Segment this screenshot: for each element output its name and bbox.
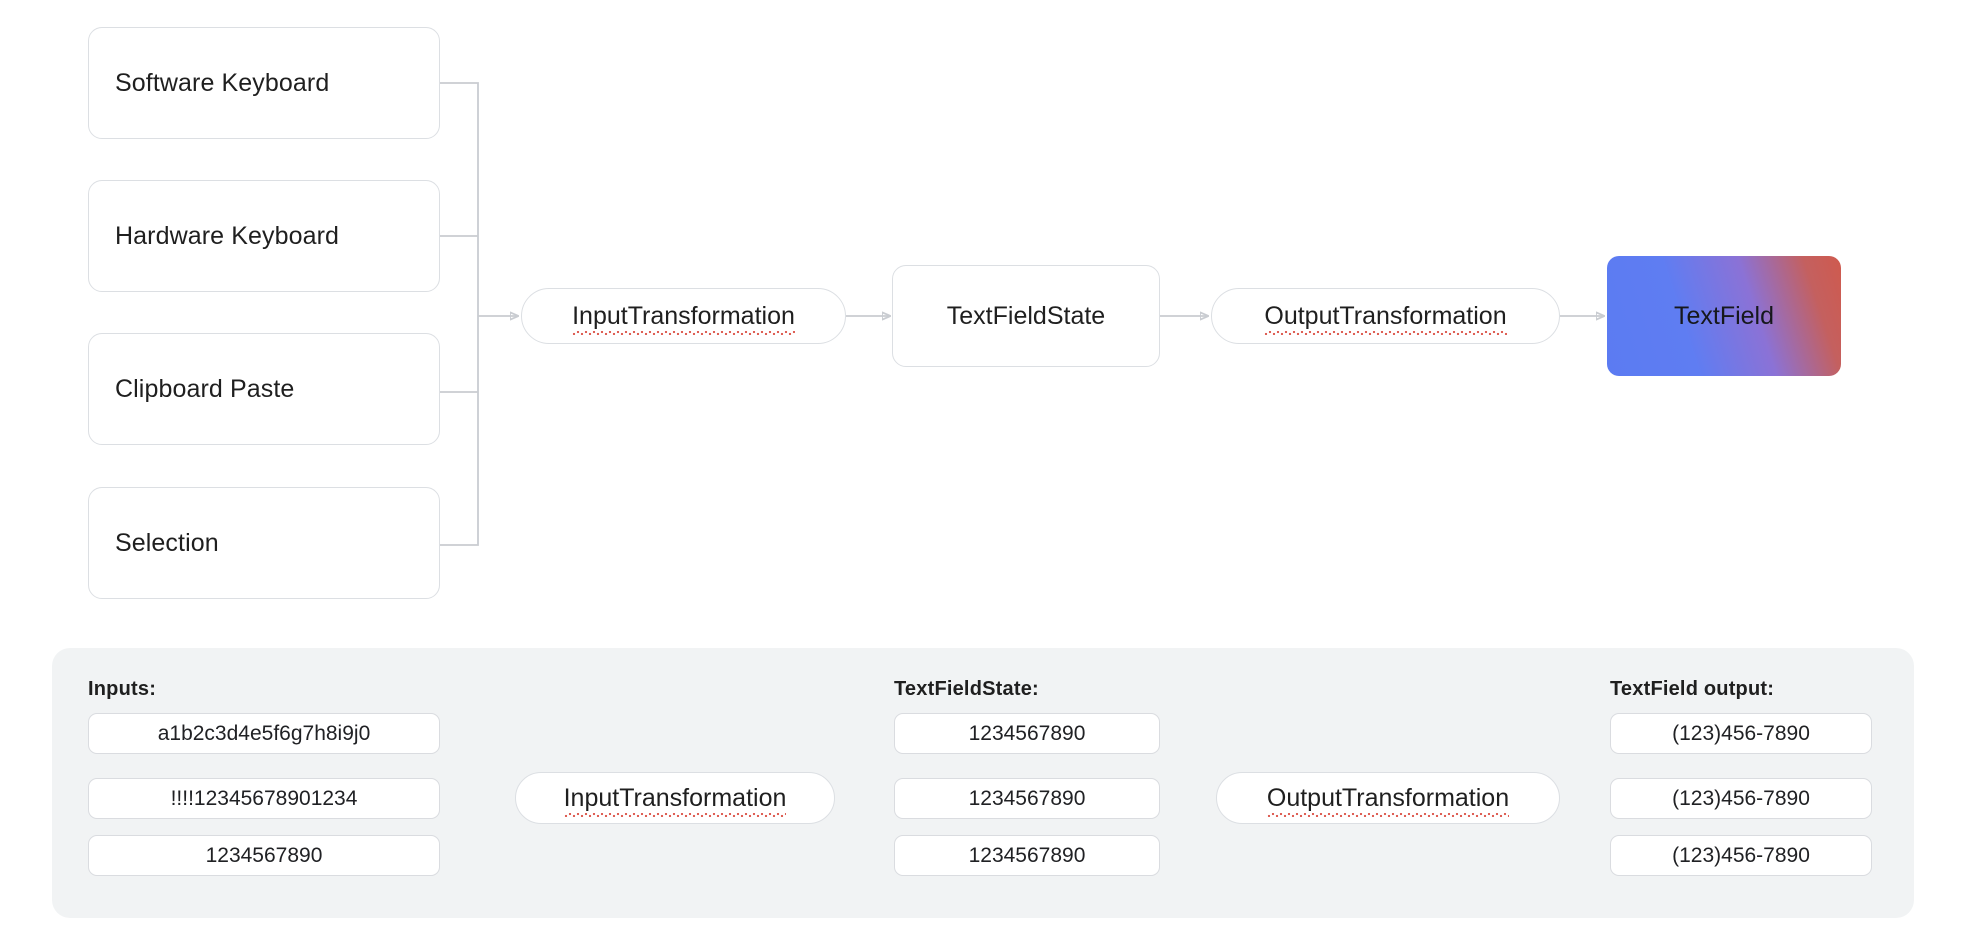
- node-label: OutputTransformation: [1264, 301, 1507, 335]
- input-value-box[interactable]: 1234567890: [88, 835, 440, 876]
- output-value-box[interactable]: (123)456-7890: [1610, 713, 1872, 754]
- node-output-transformation[interactable]: OutputTransformation: [1211, 288, 1560, 344]
- input-value: a1b2c3d4e5f6g7h8i9j0: [157, 721, 371, 745]
- source-box-clipboard-paste[interactable]: Clipboard Paste: [88, 333, 440, 445]
- input-value-box[interactable]: a1b2c3d4e5f6g7h8i9j0: [88, 713, 440, 754]
- output-value-box[interactable]: (123)456-7890: [1610, 778, 1872, 819]
- output-value: (123)456-7890: [1672, 721, 1810, 745]
- node-input-transformation[interactable]: InputTransformation: [521, 288, 846, 344]
- panel-node-input-transformation[interactable]: InputTransformation: [515, 772, 835, 824]
- input-value-box[interactable]: !!!!12345678901234: [88, 778, 440, 819]
- input-value: !!!!12345678901234: [170, 786, 358, 810]
- source-label: Clipboard Paste: [115, 374, 295, 403]
- node-textfield-state[interactable]: TextFieldState: [892, 265, 1160, 367]
- panel-heading-inputs: Inputs:: [88, 678, 157, 700]
- state-value-box[interactable]: 1234567890: [894, 713, 1160, 754]
- panel-heading-textfieldstate: TextFieldState:: [894, 678, 1039, 700]
- source-label: Software Keyboard: [115, 68, 330, 97]
- panel-node-output-transformation[interactable]: OutputTransformation: [1216, 772, 1560, 824]
- node-label: TextFieldState: [946, 301, 1106, 330]
- source-box-hardware-keyboard[interactable]: Hardware Keyboard: [88, 180, 440, 292]
- source-box-software-keyboard[interactable]: Software Keyboard: [88, 27, 440, 139]
- state-value-box[interactable]: 1234567890: [894, 835, 1160, 876]
- node-label: TextField: [1673, 301, 1775, 330]
- input-value: 1234567890: [205, 843, 323, 867]
- output-value-box[interactable]: (123)456-7890: [1610, 835, 1872, 876]
- panel-heading-textfield-output: TextField output:: [1610, 678, 1775, 700]
- source-box-selection[interactable]: Selection: [88, 487, 440, 599]
- node-textfield[interactable]: TextField: [1607, 256, 1841, 376]
- node-label: InputTransformation: [572, 301, 795, 335]
- panel-node-label: InputTransformation: [563, 783, 787, 817]
- source-bus: [440, 82, 518, 546]
- state-value: 1234567890: [968, 721, 1086, 745]
- panel-node-label: OutputTransformation: [1266, 783, 1510, 817]
- source-label: Selection: [115, 528, 219, 557]
- state-value-box[interactable]: 1234567890: [894, 778, 1160, 819]
- output-value: (123)456-7890: [1672, 843, 1810, 867]
- output-value: (123)456-7890: [1672, 786, 1810, 810]
- source-label: Hardware Keyboard: [115, 221, 340, 250]
- state-value: 1234567890: [968, 786, 1086, 810]
- state-value: 1234567890: [968, 843, 1086, 867]
